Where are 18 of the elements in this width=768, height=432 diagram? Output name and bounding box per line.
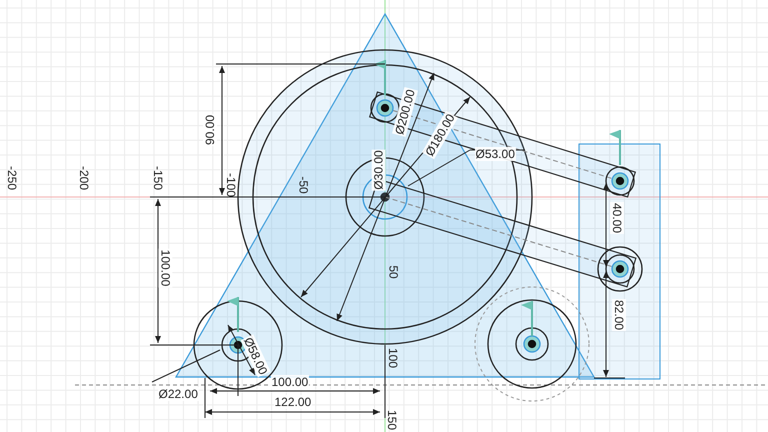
- dimension-value: 122.00: [274, 395, 312, 409]
- dimension-value: Ø53.00: [474, 147, 516, 161]
- axis-tick-label: -100: [224, 172, 238, 198]
- axis-tick-label: 100: [386, 348, 400, 368]
- dimension-value: 40.00: [610, 202, 624, 234]
- dimension-value: 82.00: [612, 298, 626, 332]
- dimension-value: Ø22.00: [158, 387, 199, 401]
- axis-tick-label: -150: [151, 166, 166, 190]
- dimension-value: 90.00: [203, 114, 218, 146]
- axis-tick-label: 150: [385, 410, 400, 430]
- axis-tick-label: -250: [5, 166, 20, 190]
- dimension-value: 100.00: [270, 375, 310, 389]
- dimension-value: Ø30.00: [371, 149, 386, 191]
- axis-tick-label: -200: [77, 166, 92, 190]
- dimension-value: Ø200.00: [392, 86, 418, 138]
- axis-tick-label: 50: [386, 265, 400, 279]
- dimension-value: 100.00: [158, 248, 172, 288]
- axis-tick-label: -50: [296, 176, 310, 194]
